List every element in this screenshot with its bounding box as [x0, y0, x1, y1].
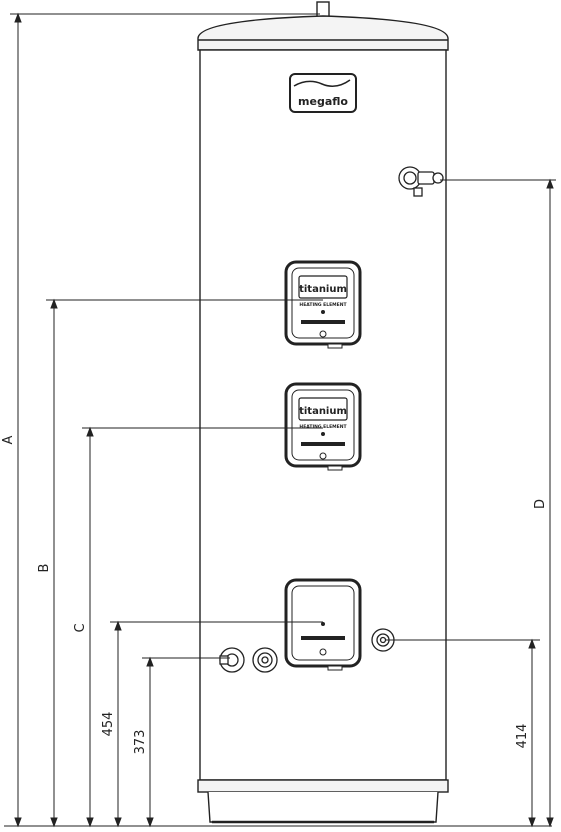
- lower-element-cover: [284, 578, 362, 671]
- upper-immersion-cover: titanium HEATING ELEMENT: [284, 260, 362, 349]
- secondary-port-fitting: [371, 628, 395, 652]
- dimension-lines: [4, 12, 556, 828]
- dim-b-label: B: [37, 564, 52, 573]
- dim-414-label: 414: [515, 724, 530, 749]
- relief-valve-fitting: [398, 166, 444, 197]
- upper-element-caption: HEATING ELEMENT: [299, 302, 347, 308]
- dim-c-label: C: [73, 623, 88, 632]
- megaflo-logo-text: megaflo: [298, 95, 348, 108]
- top-cap: [197, 15, 449, 51]
- dim-a-label: A: [1, 435, 16, 444]
- cylinder-base: [207, 791, 439, 823]
- bottom-band: [197, 779, 449, 793]
- middle-element-caption: HEATING ELEMENT: [299, 424, 347, 430]
- middle-immersion-cover: titanium HEATING ELEMENT: [284, 382, 362, 471]
- drain-fitting: [252, 647, 278, 673]
- dim-373-label: 373: [133, 730, 148, 755]
- middle-element-brand: titanium: [299, 406, 347, 417]
- dim-454-label: 454: [101, 712, 116, 737]
- primary-return-fitting: [219, 647, 245, 673]
- dim-d-label: D: [533, 499, 548, 509]
- upper-element-brand: titanium: [299, 284, 347, 295]
- megaflo-logo: megaflo: [289, 73, 357, 113]
